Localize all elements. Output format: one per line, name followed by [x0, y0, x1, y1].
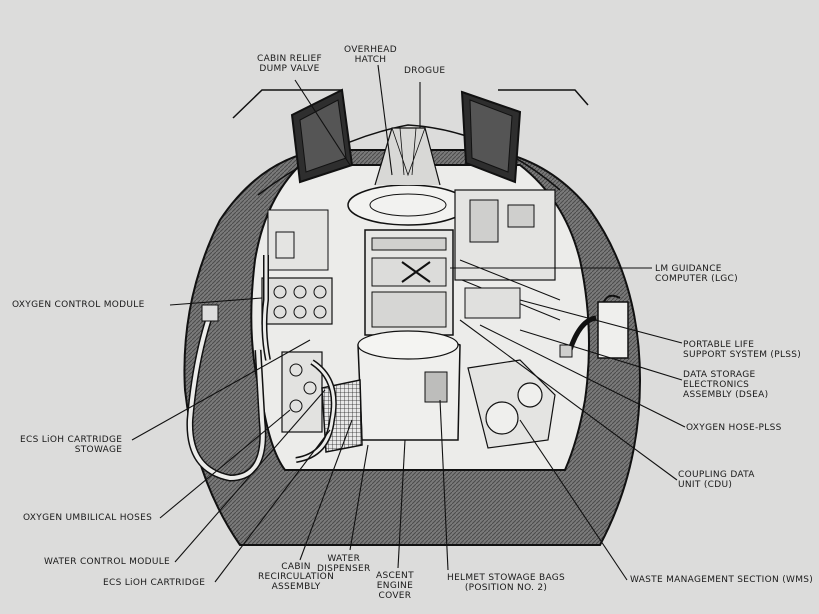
- roof-right: [498, 89, 589, 106]
- label-drogue: DROGUE: [404, 66, 446, 76]
- label-overhead-hatch: OVERHEAD HATCH: [344, 45, 397, 65]
- label-data-storage-electronics-assembly: DATA STORAGE ELECTRONICS ASSEMBLY (DSEA): [683, 370, 769, 400]
- drogue-cone: [374, 127, 441, 186]
- label-ascent-engine-cover: ASCENT ENGINE COVER: [376, 571, 414, 601]
- label-portable-life-support-system: PORTABLE LIFE SUPPORT SYSTEM (PLSS): [683, 340, 802, 360]
- label-water-control-module: WATER CONTROL MODULE: [44, 557, 171, 567]
- leader-lines: [131, 64, 686, 583]
- water-control-panel: [281, 351, 323, 433]
- label-water-dispenser: WATER DISPENSER: [317, 554, 371, 574]
- cdu-box: [464, 287, 521, 319]
- helmet-bag-box: [424, 371, 448, 403]
- label-cabin-recirculation-assembly: CABIN RECIRCULATION ASSEMBLY: [258, 562, 335, 592]
- label-waste-management-section: WASTE MANAGEMENT SECTION (WMS): [630, 575, 814, 585]
- right-window-pane: [469, 99, 513, 173]
- plss-unit: [597, 301, 629, 359]
- label-lm-guidance-computer: LM GUIDANCE COMPUTER (LGC): [655, 264, 738, 284]
- label-ecs-lioh-cartridge-stowage: ECS LiOH CARTRIDGE STOWAGE: [20, 435, 123, 455]
- label-coupling-data-unit: COUPLING DATA UNIT (CDU): [678, 470, 755, 490]
- label-oxygen-control-module: OXYGEN CONTROL MODULE: [12, 300, 145, 310]
- overhead-hatch-shape: [347, 184, 469, 226]
- roof-left: [232, 89, 342, 119]
- label-helmet-stowage-bags: HELMET STOWAGE BAGS (POSITION NO. 2): [447, 573, 566, 593]
- label-cabin-relief-dump-valve: CABIN RELIEF DUMP VALVE: [257, 54, 322, 74]
- label-oxygen-umbilical-hoses: OXYGEN UMBILICAL HOSES: [23, 513, 153, 523]
- label-oxygen-hose-plss: OXYGEN HOSE-PLSS: [686, 423, 782, 433]
- label-ecs-lioh-cartridge: ECS LiOH CARTRIDGE: [103, 578, 206, 588]
